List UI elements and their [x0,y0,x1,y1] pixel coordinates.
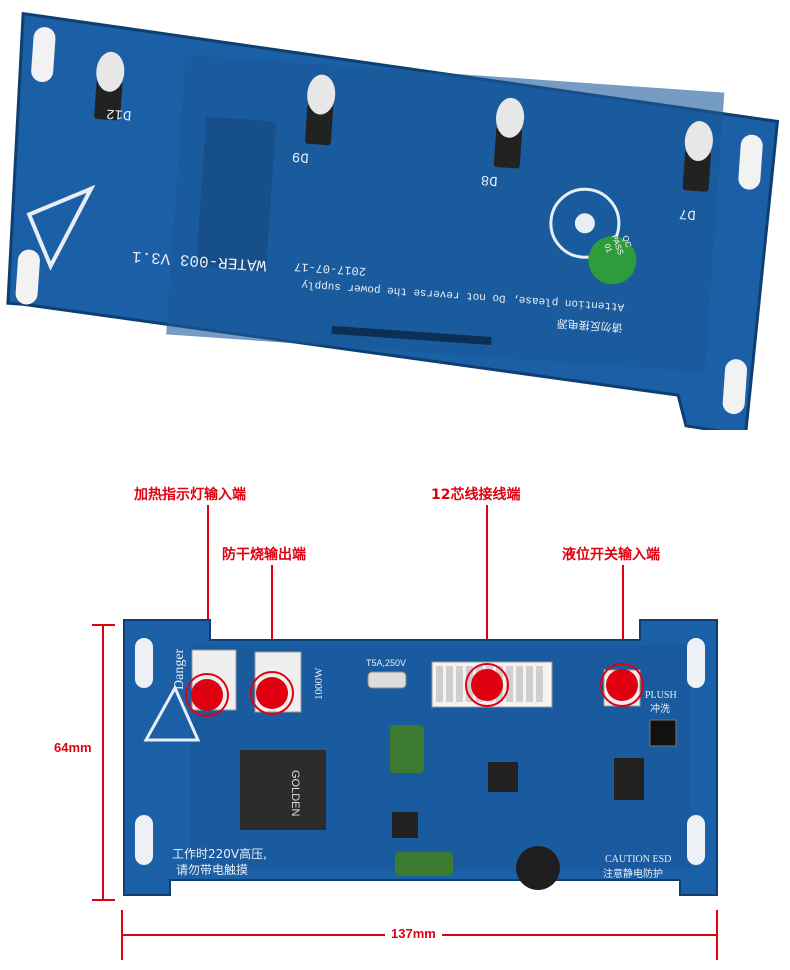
flush-button [649,719,677,747]
marker-heating [191,679,223,711]
callout-line-dry-burn [271,565,273,690]
dim-height-label: 64mm [54,738,92,757]
fuse-text: T5A,250V [366,658,406,668]
caution-cn: 注意静电防护 [603,867,663,880]
dim-width-label: 137mm [385,926,442,941]
bottom-board-photo: Danger 1000W T5A,250V GOLDEN PLUSH 冲洗 CA… [0,600,790,970]
top-board-photo: WATER-003 V3.1 2017-07-17 Attention plea… [0,0,790,430]
mount-slot [687,815,705,865]
marker-twelve-core [471,669,503,701]
connector-strip [331,325,492,346]
led-d9-label: D9 [292,148,310,165]
mount-slot [738,134,763,190]
date-text: 2017-07-17 [294,259,367,278]
mount-slot [135,815,153,865]
capacitor-green [390,725,424,773]
capacitor-bottom [395,852,453,876]
led-d7 [682,121,713,192]
mount-slot [722,359,748,415]
callout-line-heating [207,505,209,688]
qc-sticker-line1: QC [621,234,634,249]
marker-dry-burn [256,677,288,709]
hv-warning-triangle [26,184,96,271]
watt-text: 1000W [313,667,325,700]
hv-warning-triangle [143,684,201,742]
flush-cn: 冲洗 [650,702,670,715]
hv-warning-line1: 工作时220V高压, [172,846,267,861]
relay [240,750,326,830]
danger-text: Danger [172,648,187,690]
ic-chip-right [614,758,644,800]
logo-circle [549,187,621,259]
led-d12-label: D12 [106,105,132,123]
fuse [367,671,407,689]
mount-slot [135,638,153,688]
relay-brand: GOLDEN [289,770,301,817]
qc-sticker-line3: 01 [602,243,614,255]
mount-slot [31,27,56,83]
callout-twelve-core: 12芯线接线端 [431,487,521,503]
callout-heating-indicator: 加热指示灯输入端 [134,487,246,503]
buzzer [516,846,560,890]
led-d7-label: D7 [678,205,696,222]
qc-pass-sticker [588,236,637,285]
callout-anti-dry-burn: 防干烧输出端 [222,547,306,563]
callout-level-switch: 液位开关输入端 [562,547,660,563]
marker-level-switch [606,669,638,701]
callout-markers [185,663,644,717]
mount-slot [687,638,705,688]
flush-label: PLUSH [645,690,677,701]
led-d9 [304,74,336,146]
chinese-warning-text: 请勿反接电源 [556,317,623,336]
led-d12 [94,51,125,121]
ic-chip [488,762,518,792]
led-d8 [493,97,525,169]
callout-line-twelve-core [486,505,488,685]
hv-warning-line2: 请勿带电触摸 [176,863,248,877]
ic-chip-center [392,812,418,838]
mount-slot [15,249,40,305]
caution-text: CAUTION ESD [605,854,671,865]
callout-line-level-switch [622,565,624,685]
led-d8-label: D8 [480,171,498,188]
